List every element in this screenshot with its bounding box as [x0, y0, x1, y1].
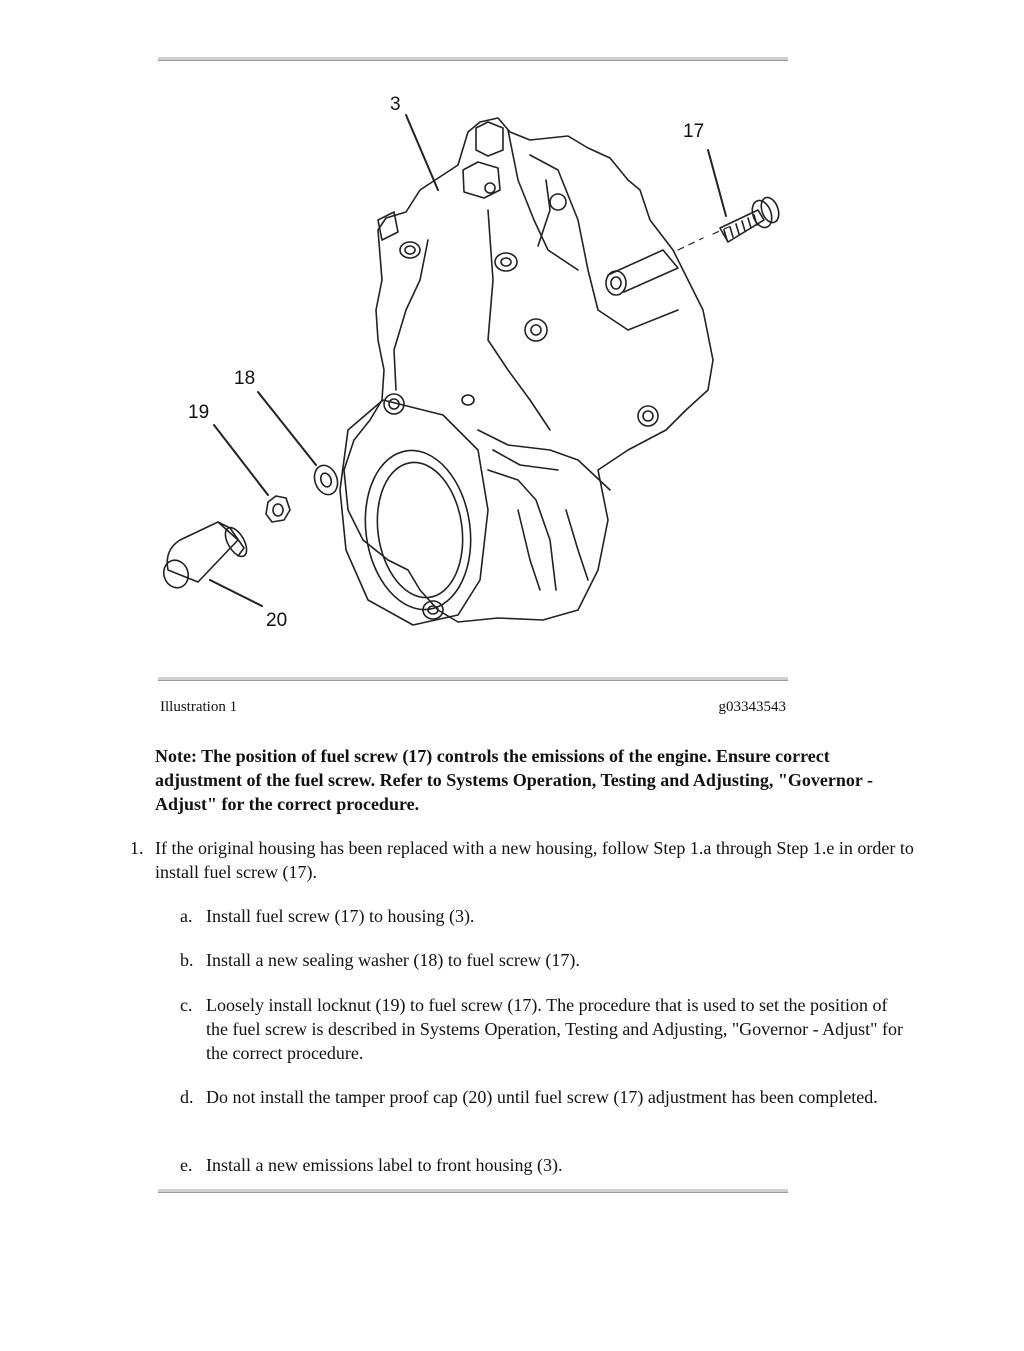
callout-20: 20	[266, 610, 287, 631]
locknut-19	[265, 495, 291, 523]
substep-text: Install a new emissions label to front h…	[206, 1155, 563, 1175]
top-rule	[158, 57, 788, 61]
step-number: 1.	[130, 838, 144, 858]
note-text: Note: The position of fuel screw (17) co…	[155, 746, 873, 814]
caption-rule	[158, 677, 788, 681]
leader-17	[707, 149, 727, 217]
illustration-label: Illustration 1	[160, 699, 238, 715]
sealing-washer-18	[313, 464, 339, 496]
substep-text: Do not install the tamper proof cap (20)…	[206, 1087, 878, 1107]
illustration-code: g03343543	[718, 699, 787, 715]
leader-3	[405, 114, 439, 191]
leader-20	[209, 579, 263, 607]
substep-text: Loosely install locknut (19) to fuel scr…	[206, 995, 903, 1063]
substep-letter: d.	[180, 1087, 194, 1107]
leader-19	[213, 424, 269, 496]
callout-17: 17	[683, 121, 704, 142]
substep-text: Install a new sealing washer (18) to fue…	[206, 950, 580, 970]
substep-letter: e.	[180, 1155, 193, 1175]
step-text: If the original housing has been replace…	[155, 838, 914, 882]
callout-3: 3	[390, 94, 401, 115]
callout-18: 18	[234, 368, 255, 389]
tamper-proof-cap-20	[162, 521, 248, 589]
callout-19: 19	[188, 402, 209, 423]
substep-letter: c.	[180, 995, 193, 1015]
illustration-fuel-screw-housing: 3 17 18 19 20	[162, 94, 780, 631]
housing-outline	[343, 117, 714, 623]
housing-bore	[364, 449, 472, 611]
bottom-rule	[158, 1189, 788, 1193]
substep-letter: a.	[180, 906, 193, 926]
substep-text: Install fuel screw (17) to housing (3).	[206, 906, 475, 926]
fuel-screw-17	[719, 196, 780, 243]
bolt-holes	[383, 182, 659, 620]
illustration-caption: Illustration 1 g03343543	[158, 699, 788, 719]
substep-letter: b.	[180, 950, 194, 970]
leader-18	[257, 391, 317, 466]
